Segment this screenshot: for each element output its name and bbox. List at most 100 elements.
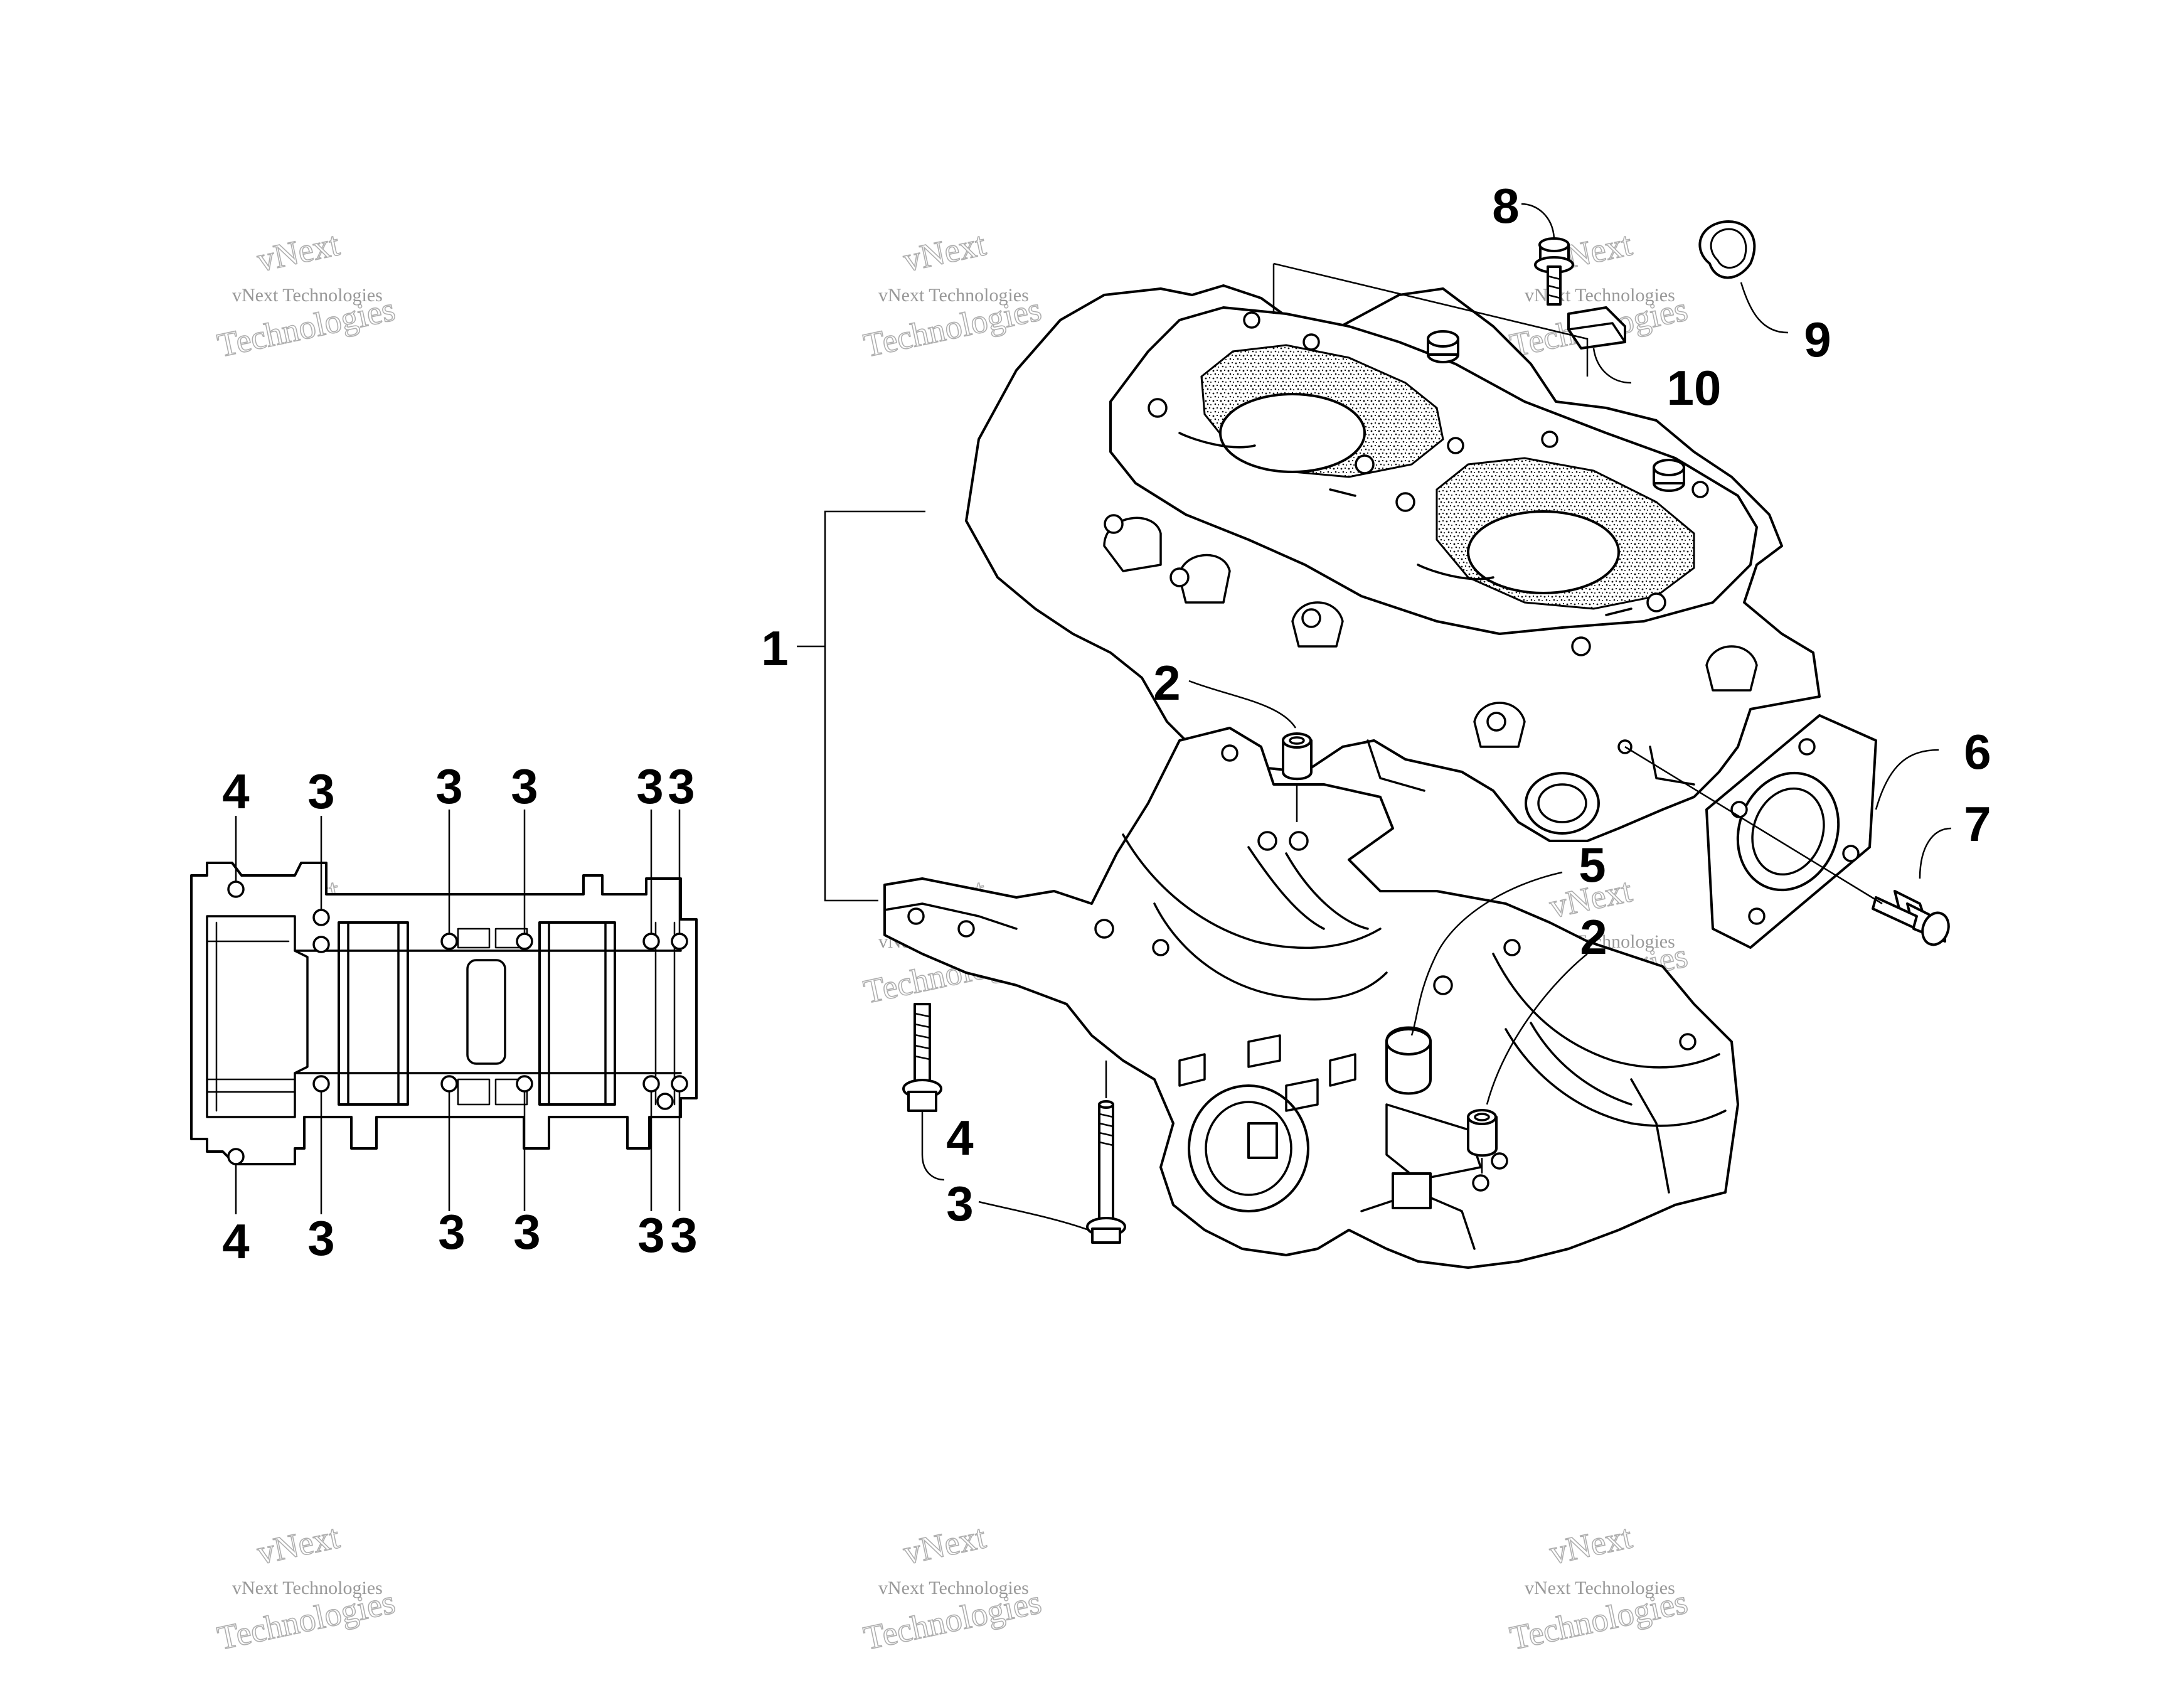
- side-bolt-hole: [642, 933, 660, 950]
- upper-crankcase: [965, 284, 1821, 842]
- side-bolt-hole: [312, 1075, 330, 1093]
- mount-hole: [1169, 567, 1190, 587]
- side-view-flange: [206, 915, 309, 1118]
- mount-hole: [1486, 712, 1506, 732]
- callout-side-bottom: 4: [222, 1214, 249, 1269]
- side-bolt-hole: [516, 933, 533, 950]
- side-view-outline: [190, 862, 698, 1165]
- side-view-web-slot: [466, 959, 506, 1065]
- lower-bolt-hole: [1679, 1033, 1697, 1051]
- watermark: vNext vNext Technologies Technologies: [860, 225, 1045, 365]
- svg-text:vNext: vNext: [254, 1517, 343, 1571]
- callout-side-bottom: 3: [513, 1204, 540, 1259]
- lower-crankcase-body: [883, 727, 1739, 1269]
- callout-side-bottom: 3: [438, 1204, 465, 1259]
- svg-text:vNext: vNext: [1547, 1517, 1636, 1571]
- svg-text:vNext Technologies: vNext Technologies: [878, 285, 1029, 306]
- side-bolt-hole: [227, 1148, 245, 1165]
- deck-stud-hole: [1541, 430, 1558, 448]
- long-bolt-3: [1086, 1100, 1126, 1244]
- deck-stud-hole: [1148, 398, 1168, 418]
- callout-3-main: 3: [946, 1176, 973, 1231]
- callout-side-bottom: 3: [670, 1207, 697, 1263]
- lower-bolt-hole: [907, 907, 925, 925]
- deck-stud-hole: [1395, 492, 1415, 512]
- callout-side-top: 3: [307, 764, 334, 819]
- lower-bolt-hole: [1257, 831, 1277, 851]
- callout-side-top: 3: [668, 759, 695, 814]
- seal-plate-hole: [1842, 845, 1860, 862]
- svg-text:vNext: vNext: [900, 1517, 989, 1571]
- deck-stud-hole: [1646, 592, 1666, 612]
- seal-plate-hole: [1798, 738, 1816, 756]
- callout-1: 1: [761, 621, 788, 676]
- watermark: vNext vNext Technologies Technologies: [860, 1517, 1045, 1658]
- lower-bolt-hole: [1094, 919, 1114, 939]
- deck-stud-hole: [1447, 437, 1464, 454]
- cylinder-bore-2-chamber: [1467, 510, 1620, 594]
- cylinder-bore-1-chamber: [1219, 393, 1366, 473]
- callout-side-top: 3: [511, 759, 538, 814]
- watermark-vnext: vNext: [254, 225, 343, 279]
- deck-stud-hole: [1302, 333, 1320, 351]
- side-bolt-hole: [440, 933, 458, 950]
- side-bolt-hole: [642, 1075, 660, 1093]
- bearing-cradle-2: [1492, 953, 1720, 1069]
- deck-stud-hole: [1355, 454, 1375, 474]
- svg-text:vNext: vNext: [900, 225, 989, 279]
- deck-stud-hole: [1571, 636, 1591, 656]
- side-bolt-hole: [656, 1093, 674, 1110]
- svg-text:vNext Technologies: vNext Technologies: [1525, 1578, 1675, 1598]
- svg-text:vNext Technologies: vNext Technologies: [232, 1578, 383, 1598]
- dowel-pin: [1653, 459, 1685, 492]
- side-bolt-hole: [671, 1075, 688, 1093]
- bearing-bushing: [1385, 1026, 1432, 1095]
- bearing-cradle-1: [1122, 833, 1382, 949]
- watermark-caption: vNext Technologies: [232, 285, 383, 306]
- deck-stud-hole: [1691, 481, 1709, 498]
- mount-hole: [1301, 608, 1321, 628]
- lower-bolt-hole: [1152, 939, 1169, 956]
- callout-labels: 1 2 2 3 4 5 6 7 8 9 10: [761, 178, 1991, 1231]
- callout-side-bottom: 3: [637, 1207, 664, 1263]
- side-bolt-hole: [671, 933, 688, 950]
- side-bolt-hole: [312, 936, 330, 953]
- callout-side-bottom: 3: [307, 1211, 334, 1266]
- lower-bolt-hole: [1491, 1152, 1508, 1170]
- callout-10: 10: [1667, 360, 1722, 415]
- lower-bolt-hole: [1289, 831, 1309, 851]
- watermark: vNext vNext Technologies Technologies: [1506, 1517, 1691, 1658]
- side-bolt-hole: [516, 1075, 533, 1093]
- upper-crank-bore: [1525, 772, 1600, 835]
- lower-bolt-hole: [1221, 744, 1238, 762]
- callout-6: 6: [1964, 724, 1991, 779]
- seal-plate-hole: [1730, 801, 1748, 818]
- flange-bolt-8: [1534, 237, 1574, 306]
- callout-5: 5: [1579, 837, 1606, 892]
- callout-side-top: 3: [435, 759, 462, 814]
- lower-bolt-hole: [1433, 975, 1453, 995]
- callout-7: 7: [1964, 796, 1991, 852]
- callout-2-top: 2: [1153, 655, 1180, 710]
- seal-notch: [1247, 1122, 1278, 1159]
- dowel-pin: [1427, 330, 1459, 363]
- lower-bolt-hole: [1503, 939, 1521, 956]
- lower-bolt-hole: [1472, 1174, 1489, 1192]
- watermark: vNext vNext Technologies Technologies: [214, 1517, 399, 1658]
- dowel-pin-2-top: [1282, 732, 1313, 781]
- callout-8: 8: [1492, 178, 1519, 233]
- mount-hole: [1104, 514, 1124, 534]
- watermark: vNext vNext Technologies Technologies: [214, 225, 399, 365]
- leader-lines: [797, 203, 1952, 1231]
- snap-ring-9: [1698, 220, 1756, 279]
- flange-bolt-4: [902, 1003, 942, 1112]
- lower-boss: [1392, 1172, 1432, 1209]
- crankcase-side-view: 4 3 3 3 3 3 4 3 3 3 3 3: [190, 759, 698, 1269]
- callout-side-top: 3: [636, 759, 663, 814]
- dowel-pin-2-bottom: [1467, 1109, 1498, 1157]
- lower-crankcase: [883, 727, 1739, 1269]
- side-bolt-hole: [440, 1075, 458, 1093]
- callout-4-main: 4: [946, 1110, 973, 1165]
- callout-side-top: 4: [222, 764, 249, 819]
